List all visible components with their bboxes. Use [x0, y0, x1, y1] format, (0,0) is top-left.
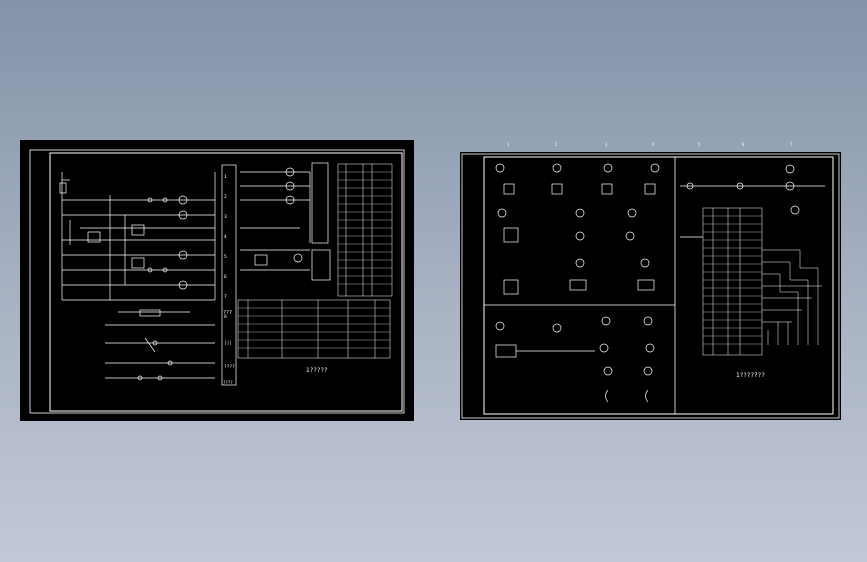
component-list-table	[337, 163, 393, 297]
zone-label: 2	[555, 142, 558, 147]
terminal-wiring	[762, 249, 822, 345]
terminal-strip	[221, 164, 237, 386]
terminal-row-label: 1	[224, 174, 227, 180]
sheet-right-outer-frame	[461, 153, 840, 419]
terminal-table	[702, 207, 763, 356]
table-mark: ????	[224, 364, 235, 370]
sheet-right-inner-frame	[483, 156, 834, 415]
terminal-row-label: 4	[224, 234, 227, 240]
zone-label: 1	[507, 142, 510, 147]
power-circuit-schematic	[105, 309, 215, 381]
bill-of-materials-table	[237, 299, 391, 359]
terminal-row-label: 8	[224, 314, 227, 320]
sheet-left-background	[20, 140, 414, 421]
terminal-row-label: 6	[224, 274, 227, 280]
indicator-circuit	[240, 162, 331, 281]
table-mark: ????	[223, 380, 233, 385]
zone-labels: 1 2 3 4 5 6 7	[507, 142, 793, 147]
zone-label: 3	[605, 142, 608, 147]
table-mark: |||	[224, 340, 232, 346]
terminal-row-label: 2	[224, 194, 227, 200]
terminal-row-labels: 1 2 3 4 5 6 7 8 ||| ????	[224, 174, 235, 370]
zone-label: 5	[698, 142, 701, 147]
sheet-left-outer-frame	[29, 149, 405, 414]
sheet-left: 1 2 3 4 5 6 7 8 ||| ????	[20, 140, 414, 421]
terminal-table-rows	[703, 215, 762, 345]
table-mark: ???	[223, 310, 232, 316]
zone-label: 7	[790, 142, 793, 147]
zone-label: 6	[742, 142, 745, 147]
sheet-right: 1 2 3 4 5 6 7	[460, 142, 841, 420]
bill-of-materials-rows	[238, 307, 390, 349]
terminal-row-label: 3	[224, 214, 227, 220]
component-symbols	[495, 163, 825, 403]
drawing-title: 1?????	[306, 367, 328, 374]
control-circuit-schematic	[59, 172, 216, 301]
zone-label: 4	[652, 142, 655, 147]
terminal-row-label: 5	[224, 254, 227, 260]
drawing-title: 1???????	[736, 372, 765, 379]
terminal-row-label: 7	[224, 294, 227, 300]
component-list-table-rows	[338, 171, 392, 285]
sheet-left-inner-frame	[49, 152, 403, 412]
